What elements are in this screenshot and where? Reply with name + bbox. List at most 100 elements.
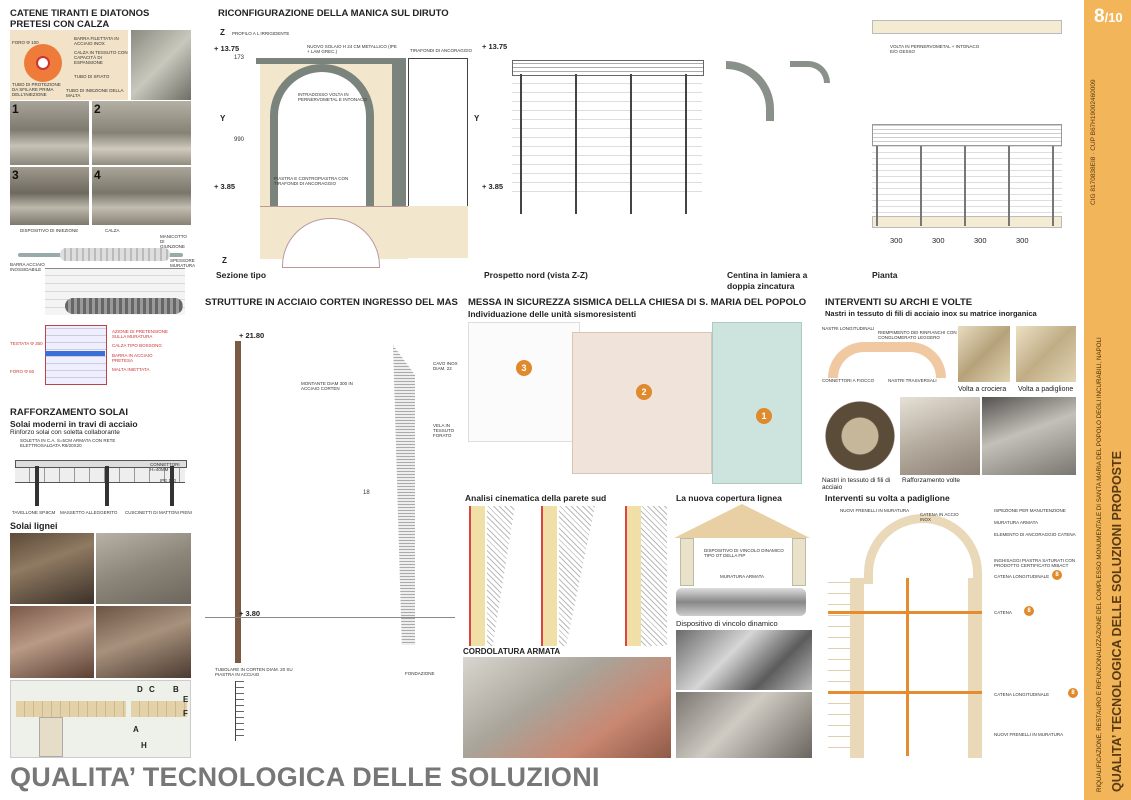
- pianta-col-5: [1052, 146, 1054, 226]
- calza-label: CALZA IN TESSUTO CON CAPACITÀ DI ESPANSI…: [74, 50, 128, 65]
- corten-sail: [393, 345, 415, 645]
- nastri-roll-photo: [822, 397, 898, 475]
- calza-tipo-label: CALZA TIPO BOSSONG: [112, 343, 162, 348]
- step-photo-3: 3: [10, 167, 89, 225]
- step-label-3: 3: [12, 168, 19, 182]
- roof-truss: [674, 504, 810, 538]
- span-1: 300: [890, 236, 903, 245]
- prospetto-post-4: [685, 74, 687, 214]
- sidebar-codes: CIG 8170838EI8 · CUP B67H19002460009: [1090, 79, 1097, 205]
- prospetto-level-top: + 13.75: [482, 42, 508, 51]
- pianta-top-band: [872, 20, 1062, 34]
- unit2-zone: [572, 332, 712, 474]
- page-number: 8/10: [1094, 6, 1123, 28]
- step-label-1: 1: [12, 102, 19, 116]
- padiglione-caption: Volta a padiglione: [1018, 386, 1074, 393]
- detail-plank: [16, 701, 126, 717]
- frenelli-top-label: NUOVI FRENELLI IN MURATURA: [840, 508, 910, 513]
- vincolo-photo-1: [676, 630, 812, 690]
- padiglione-chain-1: [828, 611, 982, 614]
- wall-hatch-1: [487, 506, 515, 646]
- tubo-sfiato-label: TUBO DI SFIATO: [74, 74, 110, 79]
- sock-section: [65, 298, 183, 314]
- z-top-label: Z: [220, 28, 225, 37]
- rafforz-photo-2: [982, 397, 1076, 475]
- lignei-detail: D C B E F A H: [10, 680, 191, 758]
- roof-wall-left: [680, 538, 694, 586]
- beam-3: [170, 466, 174, 506]
- crociera-caption: Volta a crociera: [958, 386, 1007, 393]
- frenelli-bottom-label: NUOVI FRENELLI IN MURATURA: [994, 732, 1064, 737]
- footer-title: QUALITA’ TECNOLOGICA DELLE SOLUZIONI: [10, 762, 600, 792]
- catene-photo: [131, 30, 191, 100]
- archi-drawing: NASTRI LONGITUDINALI RIEMPIMENTO DEI RIN…: [822, 322, 957, 388]
- pianta-col-3: [964, 146, 966, 226]
- solai-lignei-title: Solai lignei: [10, 521, 58, 531]
- detail-letter-a: A: [133, 725, 139, 734]
- barra-pretesa-label: BARRA IN ACCIAIO PRETESA: [112, 353, 153, 363]
- calza2-label: CALZA: [105, 228, 120, 233]
- sidebar-title: QUALITA’ TECNOLOGICA DELLE SOLUZIONI PRO…: [1110, 451, 1124, 792]
- span-4: 300: [1016, 236, 1029, 245]
- detail-plank-2: [131, 701, 187, 717]
- cordolatura-title: CORDOLATURA ARMATA: [463, 647, 561, 656]
- manicotto-label: MANICOTTO DI GIUNZIONE: [160, 234, 187, 249]
- sismica-map: 3 2 1: [468, 322, 802, 484]
- prospetto-drawing: + 13.75 + 3.85: [480, 40, 710, 220]
- ipe-label: IPE 180: [160, 478, 177, 483]
- catena-badge: 8: [1024, 606, 1034, 616]
- soletta-label: SOLETTA IN C.A. S=5CM ARMATA CON RETE EL…: [20, 438, 116, 448]
- ispezione-label: ISPEZIONE PER MANUTENZIONE: [994, 508, 1066, 513]
- tirafondi-label: TIRAFONDI DI ANCORAGGIO: [410, 48, 473, 53]
- manica-beam: [256, 58, 404, 64]
- step-photo-4: 4: [92, 167, 191, 225]
- soletta-slab: [15, 460, 187, 468]
- prospetto-caption: Prospetto nord (vista Z-Z): [484, 270, 588, 280]
- wall-hatch-2: [559, 506, 595, 646]
- span-2: 300: [932, 236, 945, 245]
- riempimento-label: RIEMPIMENTO DEI RINFIANCHI CON CONGLOMER…: [878, 330, 957, 340]
- vault-outline: [864, 514, 982, 584]
- padiglione-chain-2: [828, 691, 982, 694]
- spessore-label: SPESSORE MURATURA: [170, 258, 196, 268]
- level-3-85: + 3.85: [214, 182, 236, 191]
- corten-plan: [235, 681, 244, 741]
- padiglione-wall-grid: [828, 578, 850, 758]
- pianta-col-1: [876, 146, 878, 226]
- corten-level-top: + 21.80: [239, 331, 265, 340]
- detail-letter-b: B: [173, 685, 179, 694]
- prospetto-grid: [512, 80, 702, 200]
- solai-title: RAFFORZAMENTO SOLAI: [10, 407, 129, 418]
- pianta-caption: Pianta: [872, 270, 898, 280]
- diatonos-bar: [45, 351, 105, 356]
- disp-label: DISPOSITIVO DI INIEZIONE: [20, 228, 79, 233]
- profilo-label: PROFILO A L IRRIGIDENTE: [232, 31, 290, 36]
- archi-title: INTERVENTI SU ARCHI E VOLTE: [825, 297, 973, 308]
- span-3: 300: [974, 236, 987, 245]
- z-bottom-label: Z: [222, 256, 227, 265]
- rafforz-caption: Rafforzamento volte: [902, 477, 961, 484]
- corten-ground: [205, 617, 455, 618]
- page-number-value: 8: [1094, 6, 1105, 27]
- detail-letter-c: C: [149, 685, 155, 694]
- rafforz-photo-1: [900, 397, 980, 475]
- catena-long-badge-2: 8: [1068, 688, 1078, 698]
- y-right-label: Y: [474, 114, 480, 123]
- copertura-title: La nuova copertura lignea: [676, 493, 782, 503]
- catena-long-label: CATENA LONGITUDINALE: [994, 574, 1050, 579]
- tubo-iniez-label: TUBO DI INIEZIONE DELLA MALTA: [66, 88, 124, 98]
- corten-drawing: + 21.80 MONTANTE DIAM 300 IN ACCIAIO COR…: [205, 325, 458, 755]
- catene-title: CATENE TIRANTI E DIATONOS PRETESI CON CA…: [10, 8, 150, 30]
- analisi-title: Analisi cinematica della parete sud: [465, 493, 607, 503]
- copertura-drawing: DISPOSITIVO DI VINCOLO DINAMICO TIPO OT …: [672, 504, 812, 586]
- fondazione-label: FONDAZIONE: [405, 671, 435, 676]
- cordolatura-photo: [463, 657, 671, 758]
- diatonos-drawing: TESTATA Φ 350 FORO Φ 60 AZIONE DI PRETEN…: [10, 325, 191, 385]
- tubolare-label: TUBOLARE IN CORTEN DIAM. 20 SU PIASTRA I…: [215, 667, 293, 677]
- unit3-zone: [468, 322, 580, 442]
- lignei-photo-1: [10, 533, 94, 604]
- sock-shape: [60, 248, 170, 261]
- tavellone-layer: [15, 468, 185, 483]
- nastri-long-label: NASTRI LONGITUDINALI: [822, 326, 875, 331]
- tubo-prot-label: TUBO DI PROTEZIONE DA SFILARE PRIMA DELL…: [12, 82, 61, 97]
